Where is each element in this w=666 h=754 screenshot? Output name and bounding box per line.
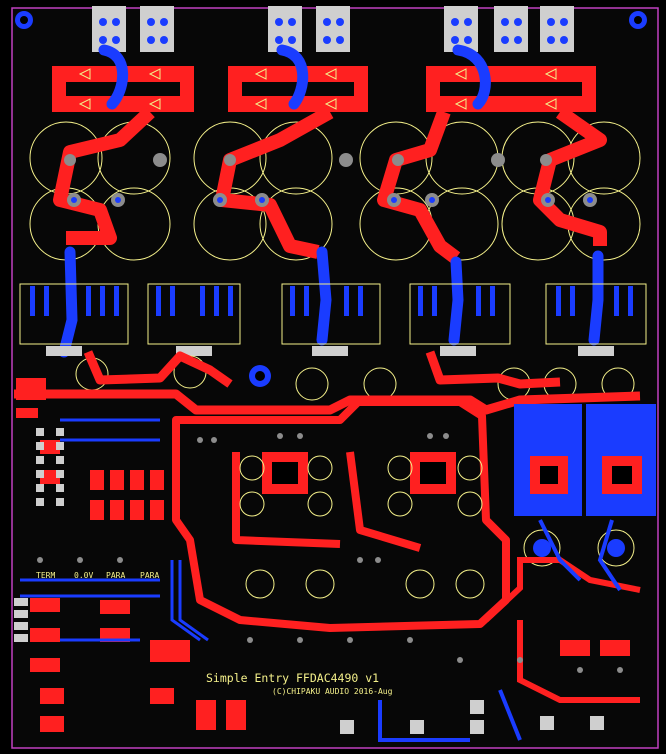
board-title: Simple Entry FFDAC4490 v1 [206,671,379,685]
connector-j3 [444,6,528,52]
power-input-connectors [92,6,574,52]
dac-chip-left [262,452,308,494]
diode-symbols [78,68,557,110]
connector-j2 [268,6,350,52]
clock-oscillator-modules [514,404,656,516]
mounting-holes [15,11,647,387]
vias [37,433,623,673]
bottom-smd-pads [40,640,630,732]
output-bottom-traces [378,519,622,742]
connector-j1 [92,6,174,52]
label-para-1: PARA [106,571,125,580]
top-copper-rail-bus [14,350,641,415]
bottom-copper-regulator-feeds [58,246,604,358]
header-pin-row [14,598,28,642]
heatsink-fins [30,286,633,316]
bottom-connectors [340,700,604,734]
bottom-copper-rectifier-links [98,44,491,110]
board-copyright: (C)CHIPAKU AUDIO 2016-Aug [272,687,393,696]
label-para-2: PARA [140,571,159,580]
connector-j4 [540,6,574,52]
label-term: TERM [36,571,55,580]
silkscreen-labels: TERM 0.0V PARA PARA [36,571,159,580]
output-jack-rca [523,529,635,567]
left-smd-pads [16,378,164,672]
dac-chip-right [410,452,456,494]
output-stage-traces [483,557,641,703]
regulator-heatsinks [19,283,647,345]
dac-decoupling-caps [239,455,485,599]
capacitor-pads [64,153,597,207]
left-ic-dip [36,428,64,506]
regulator-ic-footprints [46,346,614,356]
label-voltage: 0.0V [74,571,93,580]
left-bottom-copper-traces [20,418,209,642]
